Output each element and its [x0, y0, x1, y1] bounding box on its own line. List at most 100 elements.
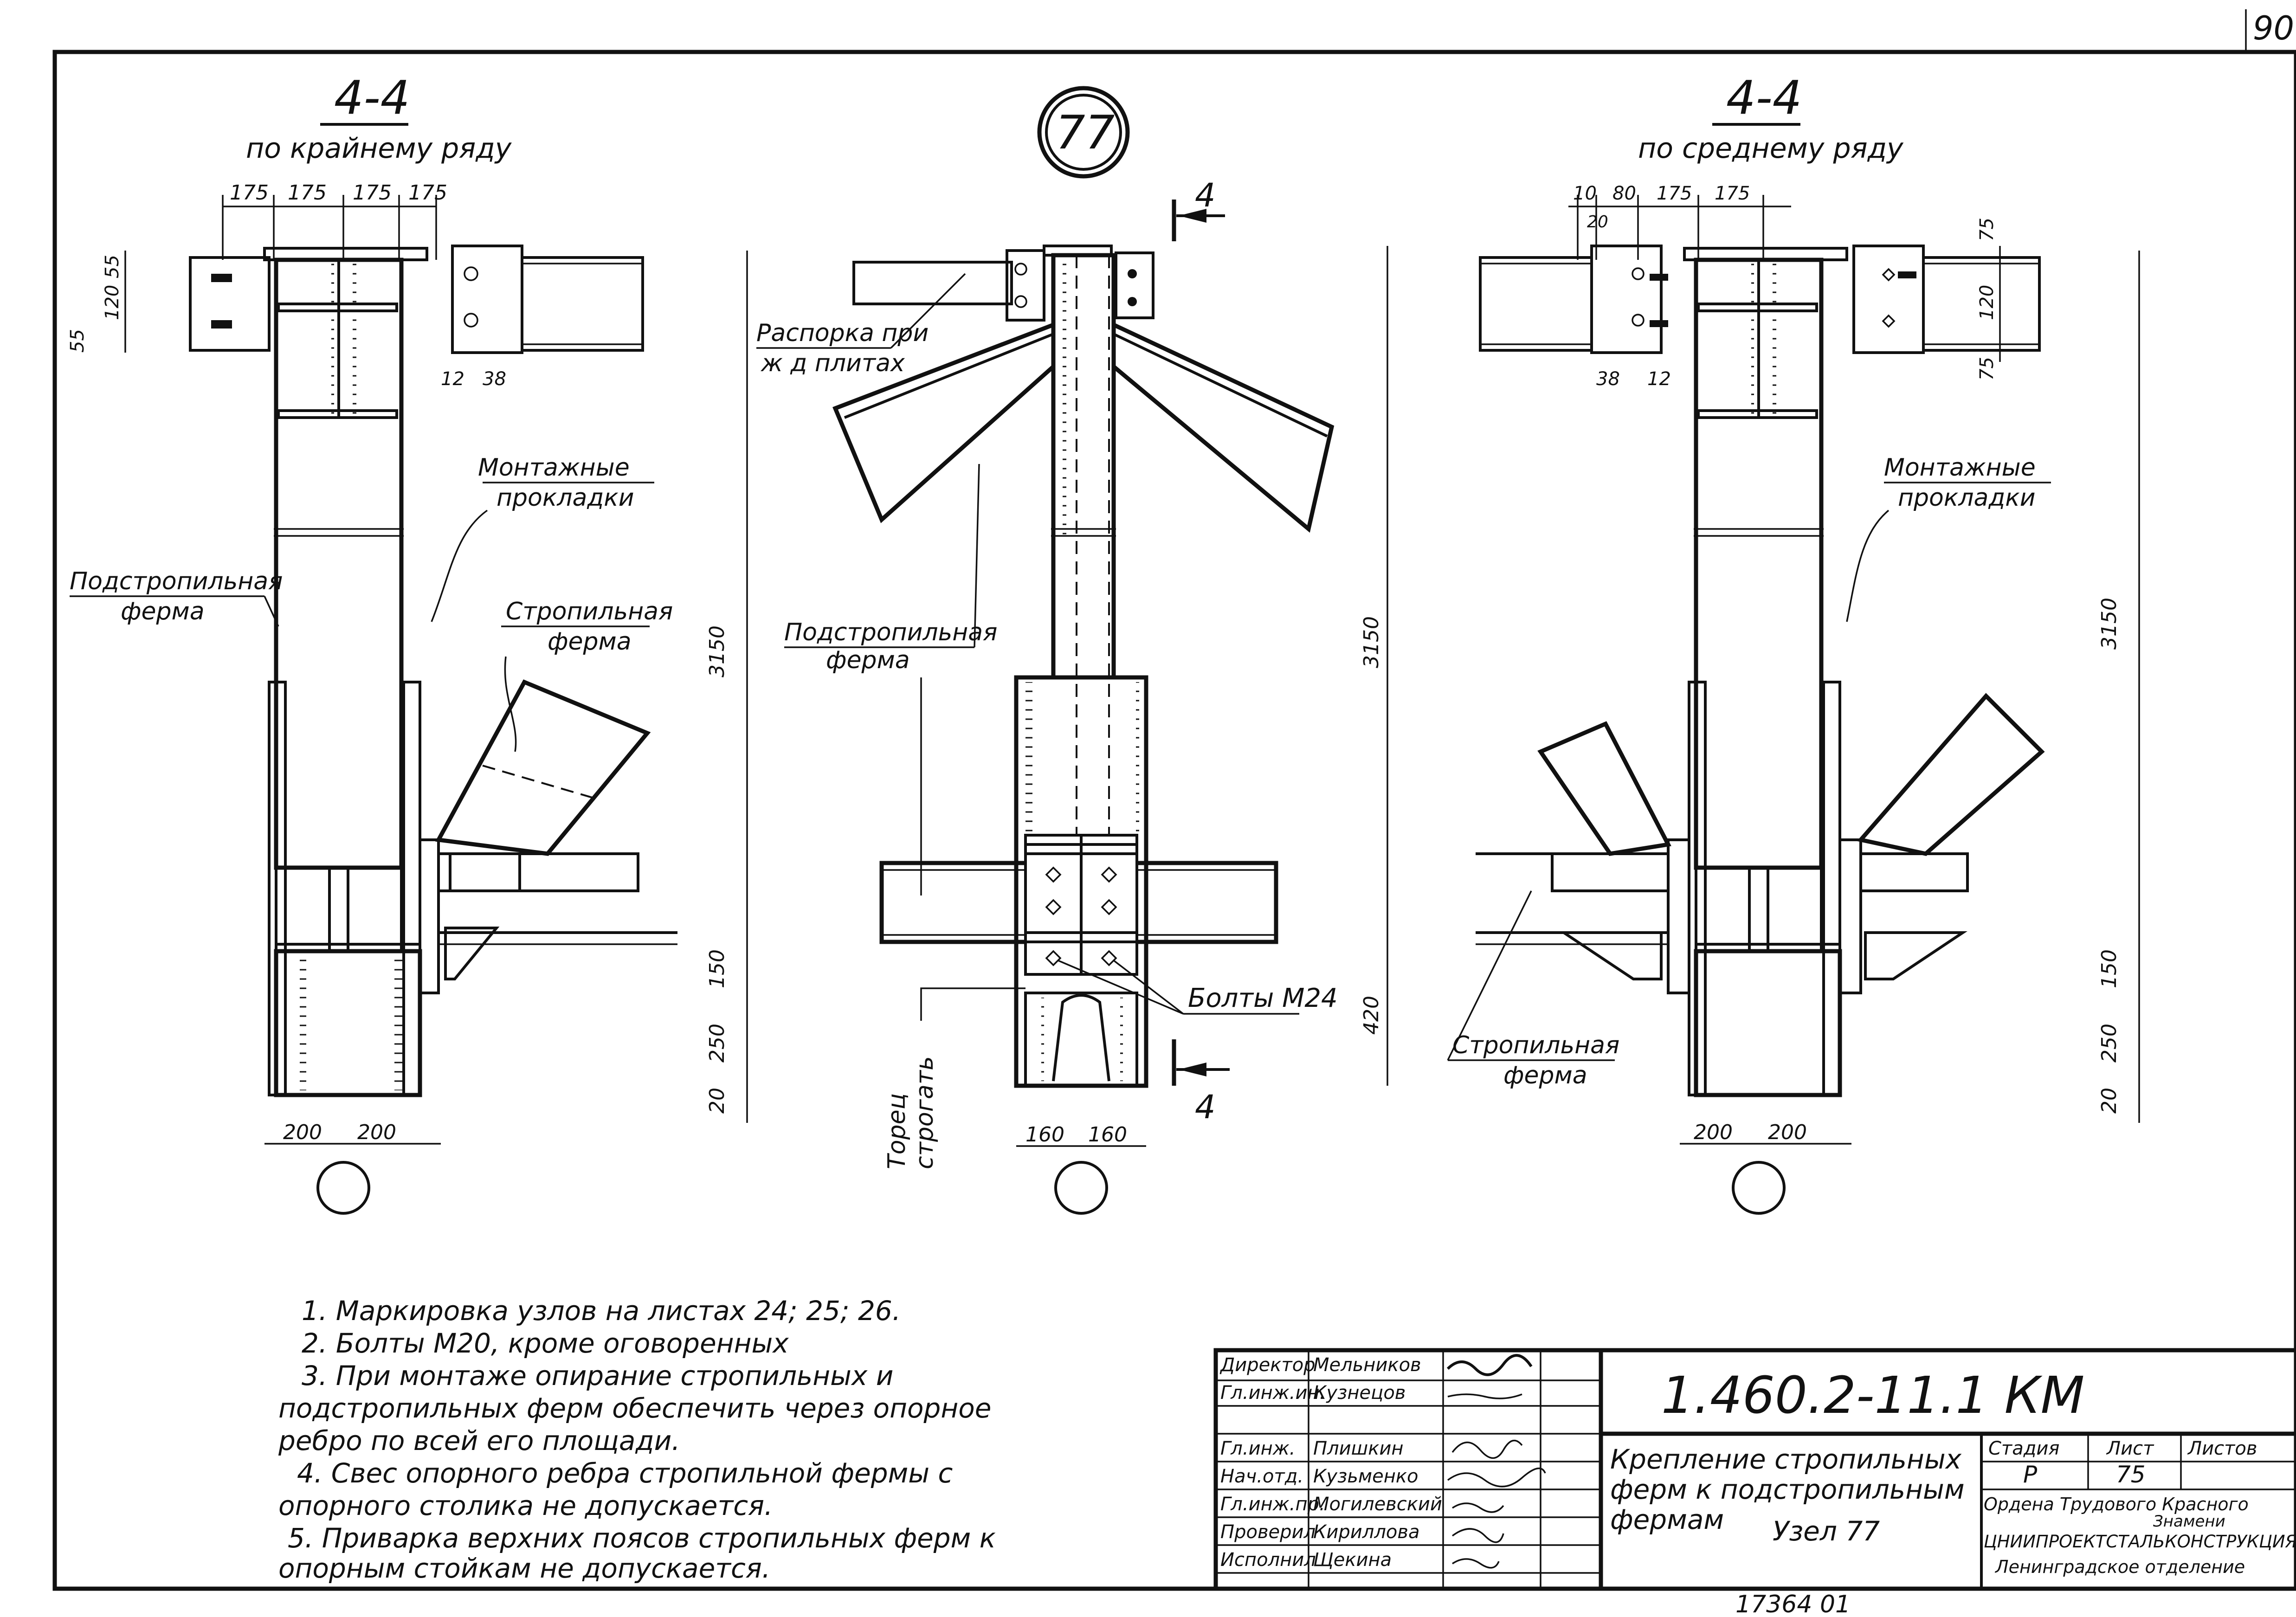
left-rdim-150: 150 — [705, 949, 729, 988]
right-view-title: 4-4 — [1726, 71, 1802, 125]
sheets-header: Листов — [2187, 1438, 2257, 1459]
left-view: 4-4 по крайнему ряду 175 175 175 175 55 … — [67, 71, 748, 1215]
stage-header: Стадия — [1988, 1438, 2059, 1459]
right-rtdim-75b: 75 — [1976, 357, 1998, 380]
left-mounting-pads-line2: прокладки — [497, 484, 634, 512]
signatures — [1446, 1354, 1546, 1569]
left-axis-marker — [316, 1161, 370, 1215]
left-vdim-55a: 55 — [102, 255, 123, 278]
left-truss-line2: ферма — [548, 628, 632, 656]
sheet-header: Лист — [2106, 1438, 2154, 1459]
right-truss-line2: ферма — [1503, 1062, 1587, 1089]
spacer-label-line1: Распорка при — [756, 319, 929, 347]
middle-bdim-1: 160 — [1025, 1123, 1064, 1147]
middle-bdim-2: 160 — [1088, 1123, 1127, 1147]
stage-value: Р — [2023, 1461, 2038, 1488]
right-view: 4-4 по среднему ряду 10 80 175 175 20 38… — [1447, 71, 2140, 1215]
right-bdim-1: 200 — [1694, 1121, 1733, 1144]
right-dim-175b: 175 — [1715, 183, 1750, 204]
right-truss-line1: Стропильная — [1452, 1031, 1619, 1059]
designation: 1.460.2-11.1 КМ — [1661, 1366, 2084, 1425]
note-line-3: 3. При монтаже опирание стропильных и — [302, 1360, 893, 1392]
staff-name-5: Кириллова — [1313, 1521, 1419, 1543]
right-dim-20: 20 — [1587, 213, 1608, 232]
staff-rows: Директор Мельников Гл.инж.ин. Кузнецов Г… — [1219, 1354, 1442, 1571]
right-dim-10: 10 — [1573, 183, 1597, 204]
left-bdim-2: 200 — [357, 1121, 396, 1144]
staff-name-4: Могилевский — [1313, 1494, 1442, 1515]
left-rdim-250: 250 — [705, 1024, 729, 1063]
left-vdim-120: 120 — [102, 285, 123, 320]
note-line-4: подстропильных ферм обеспечить через опо… — [278, 1392, 991, 1424]
right-view-subtitle: по среднему ряду — [1638, 132, 1904, 165]
title-line-1: Крепление стропильных — [1610, 1443, 1962, 1475]
middle-rdim-3150: 3150 — [1360, 616, 1383, 668]
right-rdim-150: 150 — [2097, 949, 2121, 988]
left-top-dim-ticks — [222, 195, 437, 260]
right-bolt-dim-12: 12 — [1647, 368, 1671, 390]
middle-bolt-diamonds — [1045, 866, 1117, 966]
page-number: 90 — [2253, 9, 2294, 47]
staff-role-2: Гл.инж. — [1220, 1438, 1295, 1459]
left-bolt-dim-12: 12 — [441, 368, 464, 390]
note-line-7: опорного столика не допускается. — [278, 1490, 773, 1521]
sheet-frame — [52, 50, 2296, 1591]
node-marker-circle — [1037, 86, 1130, 179]
left-dim-1: 175 — [230, 181, 269, 205]
middle-axis-marker — [1054, 1161, 1108, 1215]
left-truss-line1: Стропильная — [506, 598, 673, 625]
right-rdim-20: 20 — [2097, 1088, 2121, 1114]
staff-role-3: Нач.отд. — [1220, 1466, 1303, 1487]
bottom-stamp: 17364 01 — [1735, 1591, 1851, 1617]
staff-role-5: Проверил — [1220, 1521, 1316, 1543]
right-rdim-3150: 3150 — [2097, 598, 2121, 650]
note-line-1: 1. Маркировка узлов на листах 24; 25; 26… — [302, 1295, 901, 1327]
middle-rdim-420: 420 — [1360, 996, 1383, 1035]
org-line-3: ЦНИИПРОЕКТСТАЛЬКОНСТРУКЦИЯ — [1984, 1532, 2296, 1552]
middle-view: 77 4 4 — [756, 86, 1388, 1215]
staff-role-6: Исполнил — [1220, 1549, 1316, 1571]
note-line-5: ребро по всей его площади. — [278, 1425, 680, 1456]
right-rtdim-75a: 75 — [1976, 218, 1998, 241]
staff-role-4: Гл.инж.пр. — [1220, 1494, 1325, 1515]
staff-name-1: Кузнецов — [1313, 1382, 1406, 1404]
title-line-2: ферм к подстропильным — [1610, 1474, 1965, 1505]
right-bdim-2: 200 — [1768, 1121, 1807, 1144]
staff-role-1: Гл.инж.ин. — [1220, 1382, 1325, 1404]
sheet-value: 75 — [2116, 1461, 2146, 1488]
staff-name-6: Щекина — [1313, 1549, 1392, 1571]
right-axis-marker — [1732, 1161, 1786, 1215]
left-dim-2: 175 — [288, 181, 327, 205]
right-mounting-pads-line2: прокладки — [1898, 484, 2036, 512]
left-mounting-pads-line1: Монтажные — [478, 454, 630, 482]
bolts-label: Болты М24 — [1188, 983, 1338, 1013]
staff-name-3: Кузьменко — [1313, 1466, 1418, 1487]
staff-name-2: Плишкин — [1313, 1438, 1404, 1459]
section-mark-top: 4 — [1195, 176, 1216, 214]
staff-name-0: Мельников — [1313, 1354, 1421, 1376]
middle-sub-truss-line2: ферма — [826, 646, 910, 674]
note-line-9: опорным стойкам не допускается. — [278, 1553, 770, 1584]
right-bolt-dim-38: 38 — [1596, 368, 1620, 390]
node-number: 77 — [1056, 105, 1115, 160]
note-line-2: 2. Болты М20, кроме оговоренных — [302, 1327, 789, 1359]
spacer-label-line2: ж д плитах — [761, 349, 905, 377]
left-view-subtitle: по крайнему ряду — [246, 132, 512, 165]
left-dim-4: 175 — [408, 181, 447, 205]
end-face-label-line2: строгать — [911, 1056, 939, 1169]
note-line-8: 5. Приварка верхних поясов стропильных ф… — [288, 1522, 996, 1554]
left-rdim-3150: 3150 — [705, 625, 729, 677]
node-title: Узел 77 — [1773, 1515, 1880, 1547]
right-rdim-250: 250 — [2097, 1024, 2121, 1063]
org-line-2: Знамени — [2153, 1512, 2225, 1531]
section-mark-bottom: 4 — [1195, 1088, 1216, 1126]
left-sub-truss-line2: ферма — [121, 598, 205, 625]
right-dim-80: 80 — [1612, 183, 1636, 204]
staff-role-0: Директор — [1219, 1354, 1316, 1376]
middle-sub-truss-line1: Подстропильная — [784, 618, 997, 646]
left-vdim-55b: 55 — [67, 329, 88, 353]
title-block: Директор Мельников Гл.инж.ин. Кузнецов Г… — [1213, 1348, 2296, 1591]
left-bdim-1: 200 — [283, 1121, 322, 1144]
notes: 1. Маркировка узлов на листах 24; 25; 26… — [278, 1295, 996, 1584]
